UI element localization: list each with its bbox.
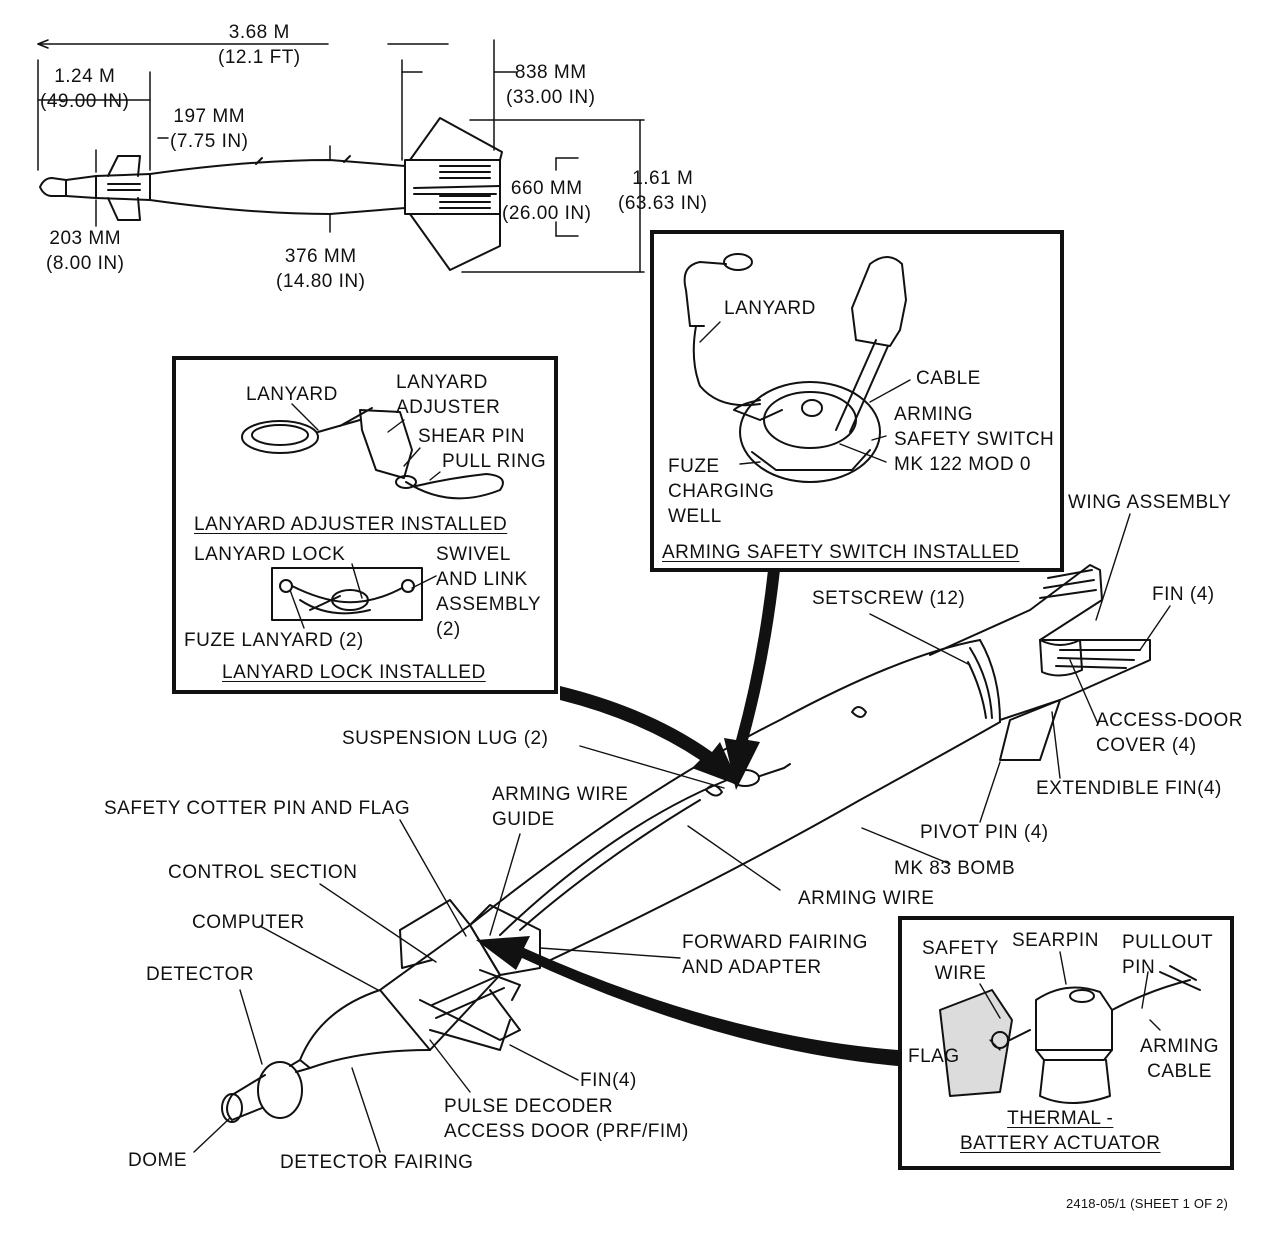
lanyard-adjuster-drawing [241, 407, 504, 500]
extendible-fin-label: EXTENDIBLE FIN(4) [1036, 778, 1222, 799]
cable-label: CABLE [916, 368, 981, 389]
lanyard-lock-caption: LANYARD LOCK INSTALLED [222, 662, 486, 683]
aft-fin-label: FIN (4) [1152, 584, 1215, 605]
detector-label: DETECTOR [146, 964, 255, 985]
wing-assembly-label: WING ASSEMBLY [1068, 492, 1232, 513]
folded-span-label: 660 MM (26.00 IN) [502, 178, 592, 224]
safety-wire-label: SAFETY WIRE [922, 938, 999, 984]
wing-span-label: 1.61 M (63.63 IN) [618, 168, 708, 214]
switch-lanyard-label: LANYARD [724, 298, 816, 319]
main-bomb-drawing [221, 564, 1151, 1123]
lanyard-lock-label: LANYARD LOCK [194, 544, 346, 565]
lanyard-adjuster-caption: LANYARD ADJUSTER INSTALLED [194, 514, 508, 535]
setscrew-label: SETSCREW (12) [812, 588, 966, 609]
overview-dimension-lines [37, 39, 645, 273]
control-section-label: CONTROL SECTION [168, 862, 358, 883]
overall-length-label: 3.68 M (12.1 FT) [218, 22, 301, 68]
arming-switch-inset [650, 230, 1064, 572]
sheet-reference: 2418-05/1 (SHEET 1 OF 2) [1066, 1196, 1229, 1211]
wing-chord-label: 838 MM (33.00 IN) [506, 62, 596, 108]
arming-wire-label: ARMING WIRE [798, 888, 935, 909]
canard-chord-label: 197 MM (7.75 IN) [170, 106, 249, 152]
overview-bomb-drawing [39, 117, 503, 271]
body-diameter-label: 376 MM (14.80 IN) [276, 246, 366, 292]
lanyard-inset [172, 356, 558, 694]
flag-label: FLAG [908, 1046, 960, 1067]
pullout-pin-label: PULLOUT PIN [1122, 932, 1214, 978]
inset-leader-lines [289, 321, 1161, 1051]
control-length-label: 1.24 M (49.00 IN) [40, 66, 130, 112]
suspension-lug-label: SUSPENSION LUG (2) [342, 728, 549, 749]
arming-wire-guide-label: ARMING WIRE GUIDE [492, 784, 629, 830]
safety-cotter-label: SAFETY COTTER PIN AND FLAG [104, 798, 411, 819]
thermal-actuator-inset [898, 916, 1234, 1170]
leader-lines [193, 513, 1171, 1153]
shear-pin-label: SHEAR PIN [418, 426, 525, 447]
forward-fin-label: FIN(4) [580, 1070, 637, 1091]
fuze-charging-well-label: FUZE CHARGING WELL [668, 456, 775, 527]
arming-switch-drawing [683, 253, 907, 483]
thermal-actuator-caption: THERMAL - BATTERY ACTUATOR [960, 1108, 1161, 1154]
lanyard-adjuster-label: LANYARD ADJUSTER [396, 372, 501, 418]
detector-fairing-label: DETECTOR FAIRING [280, 1152, 474, 1173]
lanyard-label: LANYARD [246, 384, 338, 405]
swivel-link-label: SWIVEL AND LINK ASSEMBLY (2) [436, 544, 542, 640]
pivot-pin-label: PIVOT PIN (4) [920, 822, 1049, 843]
dome-label: DOME [128, 1150, 187, 1171]
arming-switch-caption: ARMING SAFETY SWITCH INSTALLED [662, 542, 1020, 563]
thermal-actuator-drawing [939, 965, 1201, 1104]
pulse-decoder-label: PULSE DECODER ACCESS DOOR (PRF/FIM) [444, 1096, 689, 1142]
nose-diameter-label: 203 MM (8.00 IN) [46, 228, 125, 274]
arming-cable-label: ARMING CABLE [1140, 1036, 1219, 1082]
fuze-lanyard-label: FUZE LANYARD (2) [184, 630, 364, 651]
computer-label: COMPUTER [192, 912, 305, 933]
mk83-bomb-label: MK 83 BOMB [894, 858, 1016, 879]
lanyard-lock-drawing [271, 567, 423, 621]
access-door-cover-label: ACCESS-DOOR COVER (4) [1096, 710, 1243, 756]
arming-safety-switch-label: ARMING SAFETY SWITCH MK 122 MOD 0 [894, 404, 1055, 475]
forward-fairing-label: FORWARD FAIRING AND ADAPTER [682, 932, 868, 978]
callout-arrows [476, 570, 898, 1066]
searpin-label: SEARPIN [1012, 930, 1099, 951]
pull-ring-label: PULL RING [442, 451, 547, 472]
